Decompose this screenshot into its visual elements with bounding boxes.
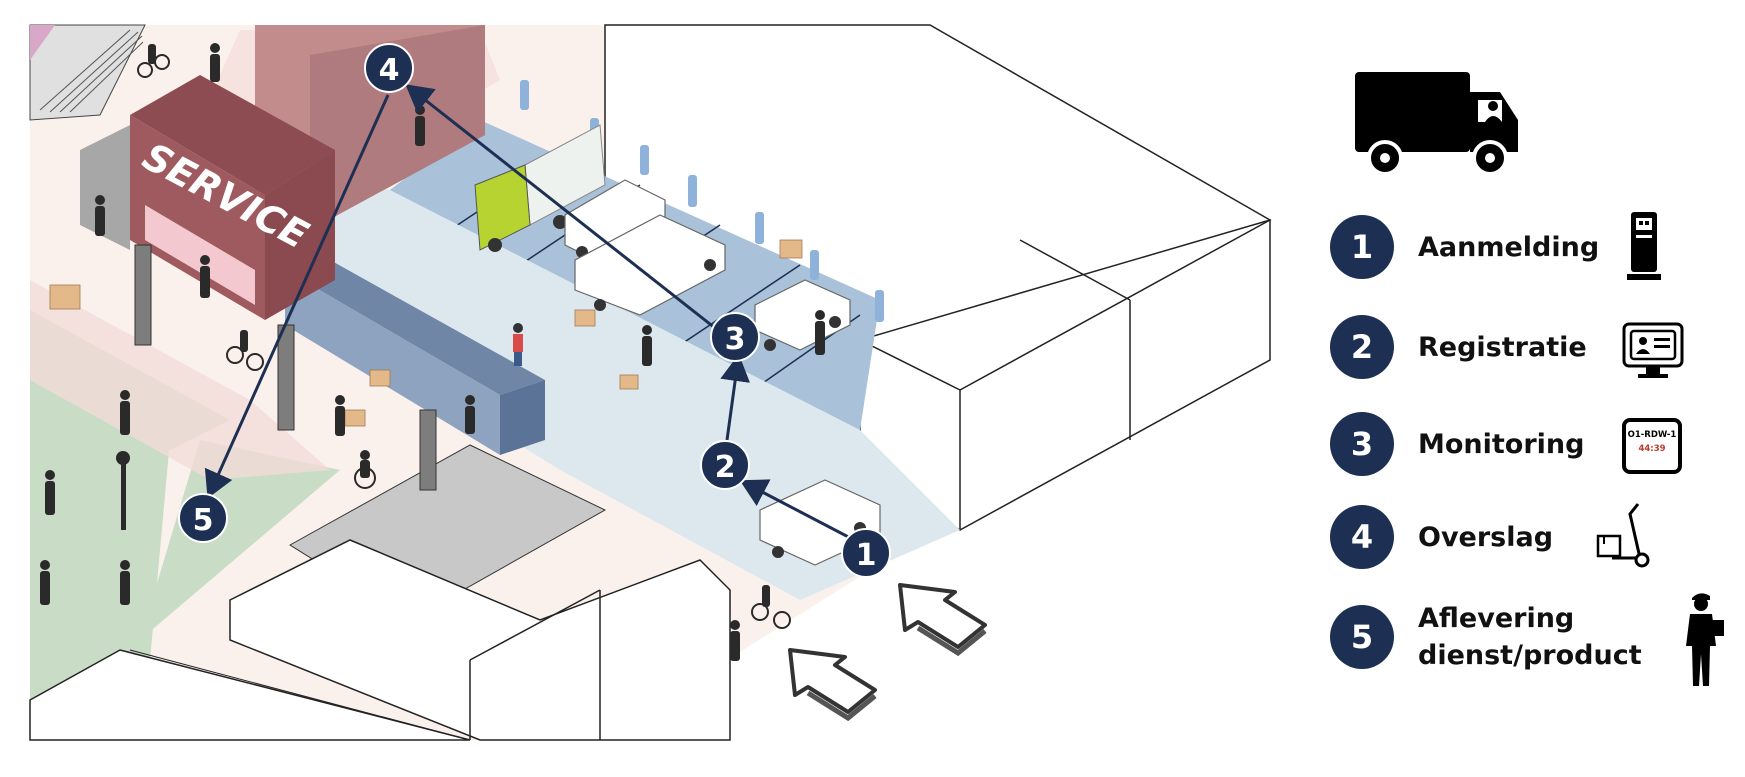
display-board-line1: O1-RDW-1	[1627, 430, 1677, 440]
service-kiosk-roof	[130, 75, 335, 195]
electric-truck	[474, 124, 606, 252]
legend-label: Aflevering dienst/product	[1418, 600, 1642, 674]
red-building-side	[310, 25, 485, 230]
person-silhouette	[200, 255, 210, 298]
person-silhouette	[210, 43, 220, 82]
person-silhouette	[40, 560, 50, 605]
street-lamp	[116, 451, 130, 530]
person-silhouette	[815, 310, 825, 355]
parcel-box	[49, 284, 81, 310]
svg-text:4: 4	[379, 53, 400, 88]
parcel-box	[344, 409, 366, 427]
barrier-wall-side	[500, 380, 545, 455]
cyclist-silhouette	[137, 44, 170, 78]
charging-post	[875, 290, 884, 322]
person-silhouette	[95, 195, 105, 236]
white-van-bay	[754, 279, 851, 351]
route-marker-5: 5	[178, 493, 228, 543]
park-lawn-lower	[30, 440, 170, 700]
charging-post	[520, 80, 529, 110]
parcel-box	[619, 374, 639, 390]
person-silhouette	[120, 560, 130, 605]
legend-item-overslag: 4 Overslag	[1330, 505, 1553, 569]
legend-item-registratie: 2 Registratie	[1330, 315, 1587, 379]
id-card-monitor-icon	[1622, 322, 1684, 378]
barrier-wall-front	[285, 270, 500, 455]
pillar	[419, 409, 437, 491]
wheelchair-user	[354, 450, 376, 489]
legend-label: Aanmelding	[1418, 231, 1600, 263]
person-silhouette	[335, 395, 345, 436]
svg-text:2: 2	[715, 450, 736, 485]
person-silhouette	[415, 105, 425, 146]
step-number-badge: 1	[1330, 215, 1394, 279]
charging-post	[688, 175, 697, 207]
entry-arrow	[788, 648, 877, 722]
cyclist-silhouette	[751, 585, 791, 629]
pillar	[277, 324, 295, 431]
route-marker-4: 4	[364, 43, 414, 93]
person-silhouette	[642, 325, 652, 366]
charging-post	[755, 212, 764, 244]
person-silhouette	[465, 395, 475, 434]
legend-label: Registratie	[1418, 331, 1587, 363]
route-marker-3: 3	[710, 312, 760, 362]
escalator	[29, 24, 146, 121]
park-lawn-right	[140, 440, 340, 640]
legend-label: Monitoring	[1418, 428, 1585, 460]
delivery-truck-icon	[1355, 72, 1518, 176]
route-arrow-2-3	[720, 354, 750, 441]
service-kiosk-window	[145, 205, 255, 305]
pillar	[134, 244, 152, 346]
service-kiosk-side	[265, 150, 335, 320]
charging-post	[640, 145, 649, 175]
parcel-box	[574, 309, 596, 327]
step-number-badge: 3	[1330, 412, 1394, 476]
step-number-badge: 4	[1330, 505, 1394, 569]
route-marker-2: 2	[700, 440, 750, 490]
charging-post	[810, 250, 819, 280]
delivery-worker-red	[513, 323, 523, 366]
route-arrow-1-2	[739, 479, 859, 544]
person-silhouette	[730, 620, 740, 661]
cyclist-silhouette	[226, 330, 264, 371]
route-marker-1: 1	[841, 528, 891, 578]
person-silhouette	[45, 470, 55, 515]
legend-label-line1: Aflevering	[1418, 603, 1575, 634]
white-van-open	[574, 214, 726, 316]
hand-truck-icon	[1596, 503, 1650, 568]
route-arrow-3-4	[405, 84, 716, 330]
parcel-box	[779, 239, 803, 259]
grey-kiosk	[80, 125, 130, 250]
courier-person-icon	[1686, 593, 1724, 686]
display-board-line2: 44:39	[1638, 444, 1666, 454]
person-silhouette	[120, 390, 130, 435]
step-number-badge: 5	[1330, 605, 1394, 669]
legend-item-monitoring: 3 Monitoring	[1330, 412, 1584, 476]
parcel-box	[369, 369, 391, 387]
building-bottom-mid	[229, 539, 731, 741]
sidewalk-strip	[30, 280, 330, 480]
step-number-badge: 2	[1330, 315, 1394, 379]
entry-arrow	[898, 583, 987, 657]
legend-panel: 1 Aanmelding 2 Registratie 3 Monitoring …	[1330, 60, 1730, 760]
barrier-wall-top	[285, 260, 545, 395]
legend-label: Overslag	[1418, 521, 1554, 553]
legend-item-aflevering: 5 Aflevering dienst/product	[1330, 600, 1642, 674]
svg-text:3: 3	[725, 322, 746, 357]
kiosk-terminal-icon	[1627, 212, 1661, 280]
route-arrow-4-5	[204, 94, 390, 499]
display-board-icon: O1-RDW-1 44:39	[1622, 418, 1682, 474]
svg-text:5: 5	[193, 503, 214, 538]
legend-item-aanmelding: 1 Aanmelding	[1330, 215, 1599, 279]
svg-text:1: 1	[856, 538, 877, 573]
legend-label-line2: dienst/product	[1418, 640, 1642, 671]
